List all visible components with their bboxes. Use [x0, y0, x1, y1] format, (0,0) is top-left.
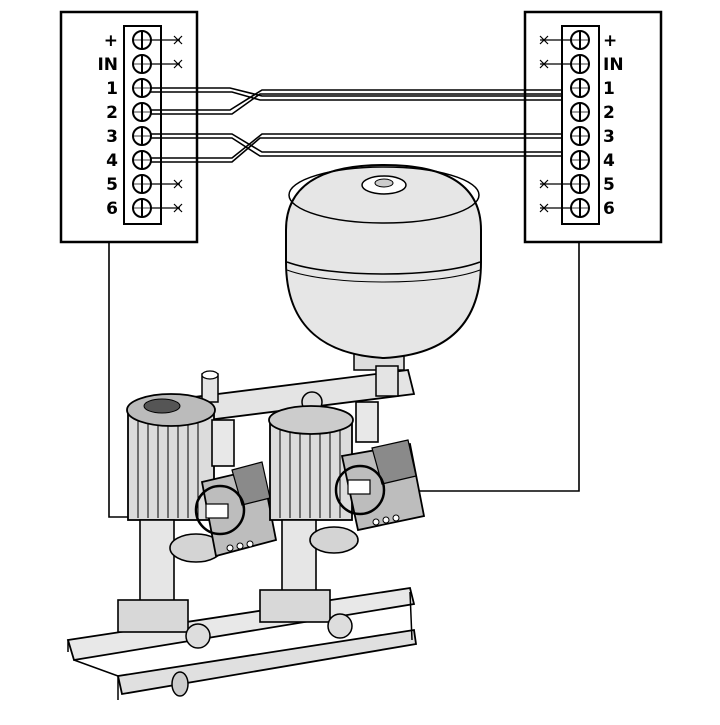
right-unused-terminal-x-icon [539, 59, 571, 69]
base-corner [67, 640, 119, 677]
interconnect-wires [150, 87, 562, 163]
left-unused-terminal-x-icon [151, 203, 183, 213]
base-rail-lower [116, 628, 418, 696]
left-unused-terminal-x-icon [151, 59, 183, 69]
left-pump-base [117, 599, 189, 633]
right-terminal-labels: + IN 1 2 3 4 5 6 [603, 31, 624, 219]
left-control-panel: + IN 1 2 3 4 5 6 [59, 10, 199, 244]
right-terminal-screw [570, 150, 590, 170]
left-unused-terminal-x-icon [151, 179, 183, 189]
right-motor-fan-cover [268, 405, 354, 435]
left-label-1: 1 [106, 79, 118, 99]
left-terminal-screw [132, 198, 152, 218]
left-label-plus: + [104, 31, 118, 51]
left-controller-display [205, 503, 229, 519]
manifold-fitting-top [201, 370, 219, 380]
right-unused-terminal-x-icon [539, 203, 571, 213]
base-legs [117, 591, 413, 700]
wire-terminal-1-outer [150, 91, 562, 101]
right-terminal-screw [570, 198, 590, 218]
right-unused-terminal-marks [539, 35, 571, 213]
right-label-5: 5 [603, 175, 615, 195]
wire-terminal-1 [150, 87, 562, 97]
left-terminal-labels: + IN 1 2 3 4 5 6 [97, 31, 118, 219]
left-terminal-screw [132, 30, 152, 50]
right-label-1: 1 [603, 79, 615, 99]
right-terminal-screw [570, 30, 590, 50]
left-terminal-screw [132, 126, 152, 146]
wire-terminal-4 [150, 133, 562, 159]
left-motor-grille [143, 398, 181, 414]
left-terminal-screws [132, 30, 152, 218]
right-connection-highlight-circle [334, 464, 386, 516]
left-terminal-screw [132, 174, 152, 194]
right-cable [398, 242, 580, 492]
tank-valve-cap [374, 178, 394, 188]
right-label-4: 4 [603, 151, 615, 171]
right-riser-pipe [355, 401, 379, 443]
left-label-5: 5 [106, 175, 118, 195]
left-label-6: 6 [106, 199, 118, 219]
right-terminal-screw [570, 126, 590, 146]
base-tube-end [171, 671, 189, 697]
left-connection-highlight-circle [194, 484, 246, 536]
tank-mid-seam-2 [286, 269, 481, 283]
right-label-plus: + [603, 31, 617, 51]
wire-terminal-3 [150, 133, 562, 153]
right-terminal-screws [570, 30, 590, 218]
wire-terminal-4-outer [150, 137, 562, 163]
left-suction-valve [185, 623, 211, 649]
right-label-2: 2 [603, 103, 615, 123]
wire-terminal-2 [150, 89, 562, 111]
wire-terminal-3-outer [150, 137, 562, 157]
right-pump [259, 401, 426, 639]
expansion-tank [285, 163, 482, 371]
left-terminal-screw [132, 102, 152, 122]
left-label-4: 4 [106, 151, 118, 171]
right-label-3: 3 [603, 127, 615, 147]
left-terminal-screw [132, 78, 152, 98]
left-label-in: IN [97, 55, 118, 75]
left-controller-buttons [226, 540, 254, 552]
right-unused-terminal-x-icon [539, 35, 571, 45]
left-label-3: 3 [106, 127, 118, 147]
tank-mid-seam [286, 261, 481, 275]
right-controller-buttons [372, 514, 400, 526]
right-control-panel: + IN 1 2 3 4 5 6 [523, 10, 663, 244]
tank-top-seam [288, 166, 480, 224]
right-terminal-screw [570, 78, 590, 98]
right-pump-base [259, 589, 331, 623]
left-terminal-screw [132, 54, 152, 74]
right-label-6: 6 [603, 199, 615, 219]
left-motor-fins [137, 412, 199, 518]
tank-connection-tee [375, 365, 399, 397]
right-terminal-screw [570, 174, 590, 194]
left-riser-pipe [211, 419, 235, 467]
right-pump-outlet [309, 526, 359, 554]
right-motor-fins [279, 422, 341, 518]
left-unused-terminal-x-icon [151, 35, 183, 45]
wire-terminal-2-outer [150, 93, 562, 115]
right-controller-cover [371, 439, 417, 485]
left-label-2: 2 [106, 103, 118, 123]
right-terminal-screw [570, 54, 590, 74]
right-label-in: IN [603, 55, 624, 75]
right-controller-display [347, 479, 371, 495]
right-terminal-screw [570, 102, 590, 122]
left-terminal-screw [132, 150, 152, 170]
tank-body [285, 163, 482, 360]
left-pump [117, 393, 278, 649]
right-suction-valve [327, 613, 353, 639]
left-unused-terminal-marks [151, 35, 183, 213]
right-unused-terminal-x-icon [539, 179, 571, 189]
